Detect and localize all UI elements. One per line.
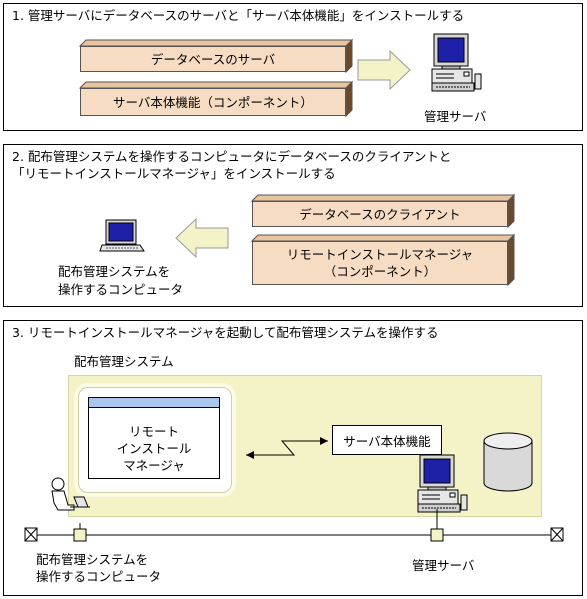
user-at-laptop-icon xyxy=(51,477,90,511)
window-label-line2: インストール xyxy=(116,441,192,456)
server-label: 管理サーバ xyxy=(424,109,487,124)
network-line xyxy=(24,509,564,542)
step2-panel: 2. 配布管理システムを操作するコンピュータにデータベースのクライアントと 「リ… xyxy=(3,144,583,307)
step2-title-line2: 「リモートインストールマネージャ」をインストールする xyxy=(12,166,336,181)
server-core-component-box: サーバ本体機能（コンポーネント） xyxy=(78,80,354,118)
window-title-bar xyxy=(89,398,219,408)
rim-label-line1: リモートインストールマネージャ xyxy=(286,247,474,262)
remote-install-manager-label: リモートインストールマネージャ （コンポーネント） xyxy=(252,241,508,285)
server-core-label: サーバ本体機能（コンポーネント） xyxy=(80,88,346,116)
pc-label-line2: 操作するコンピュータ xyxy=(36,569,162,584)
db-client-label: データベースのクライアント xyxy=(252,201,508,227)
laptop-icon xyxy=(99,219,145,252)
step3-title: 3. リモートインストールマネージャを起動して配布管理システムを操作する xyxy=(12,325,439,340)
communication-zigzag-arrow xyxy=(246,437,328,459)
step3-panel: 3. リモートインストールマネージャを起動して配布管理システムを操作する 配布管… xyxy=(3,320,583,596)
window-frame xyxy=(88,397,220,479)
step1-panel: 1. 管理サーバにデータベースのサーバと「サーバ本体機能」をインストールする デ… xyxy=(3,3,583,131)
step1-title: 1. 管理サーバにデータベースのサーバと「サーバ本体機能」をインストールする xyxy=(12,8,465,23)
server-core-box: サーバ本体機能 xyxy=(332,425,442,455)
db-server-label: データベースのサーバ xyxy=(80,46,346,72)
system-label: 配布管理システム xyxy=(74,354,174,369)
db-client-component-box: データベースのクライアント xyxy=(250,193,516,229)
server-core-label: サーバ本体機能 xyxy=(343,433,431,449)
install-arrow-left xyxy=(175,217,229,259)
management-server-icon xyxy=(417,454,468,513)
rim-label-line2: （コンポーネント） xyxy=(323,264,437,279)
window-label-line3: マネージャ xyxy=(123,458,185,473)
pc-label-line1: 配布管理システムを xyxy=(58,264,171,279)
box-3d-edges xyxy=(250,233,516,287)
remote-install-manager-component-box: リモートインストールマネージャ （コンポーネント） xyxy=(250,233,516,287)
pc-label-line1: 配布管理システムを xyxy=(36,552,149,567)
step2-title-line1: 2. 配布管理システムを操作するコンピュータにデータベースのクライアントと xyxy=(12,149,452,164)
management-server-icon xyxy=(431,33,482,92)
database-cylinder-icon xyxy=(483,432,533,492)
install-arrow-right xyxy=(357,49,411,91)
window-label-line1: リモート xyxy=(128,424,179,439)
server-label: 管理サーバ xyxy=(412,558,475,573)
db-server-component-box: データベースのサーバ xyxy=(78,38,354,74)
pc-label-line2: 操作するコンピュータ xyxy=(58,282,184,297)
